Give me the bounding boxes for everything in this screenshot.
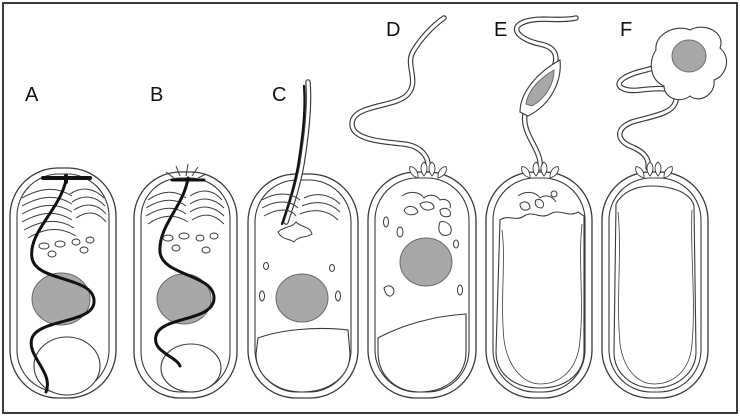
panel-e: E [485, 15, 593, 399]
panel-f: F [601, 19, 728, 399]
panel-a: A [9, 84, 117, 399]
posterior-vacuole-a [33, 336, 101, 396]
polaroplast-a [21, 188, 107, 258]
panel-label-a: A [25, 84, 39, 106]
panel-c: C [247, 79, 359, 399]
emptied-interior-e [495, 211, 585, 389]
residual-organelles-d [383, 191, 463, 297]
posterior-vacuole-c [255, 327, 351, 393]
residual-organelles-e [517, 190, 558, 211]
posterior-vacuole-d [377, 313, 467, 393]
nucleus-a [31, 272, 91, 326]
posterior-vacuole-b [160, 343, 222, 393]
panel-d: D [349, 15, 477, 399]
spore-f [601, 26, 728, 399]
panel-label-f: F [620, 19, 632, 41]
nucleus-d [399, 237, 453, 287]
sporoplasm-nucleus-f [671, 39, 707, 73]
polar-filament-b [154, 176, 216, 368]
polaroplast-b [145, 190, 225, 254]
spore-c [247, 79, 359, 399]
panel-label-d: D [386, 19, 400, 41]
spore-d [349, 15, 477, 399]
spore-a [9, 167, 117, 399]
panel-label-e: E [494, 19, 507, 41]
polaroplast-c [259, 193, 341, 302]
spore-e [485, 15, 593, 399]
spore-b [133, 163, 238, 399]
nucleus-c [275, 273, 329, 323]
empty-spore-interior-f [613, 185, 697, 389]
panel-b: B [133, 84, 238, 399]
panel-label-b: B [150, 84, 163, 106]
polar-filament-a [29, 178, 96, 394]
panel-label-c: C [272, 84, 286, 106]
